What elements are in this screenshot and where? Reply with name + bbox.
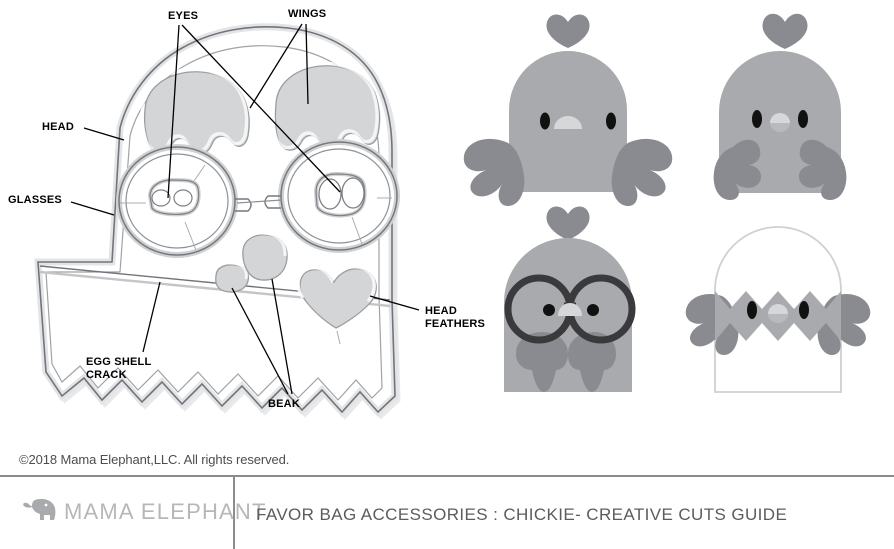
- die-piece-beak-large: [239, 231, 288, 281]
- beak: [558, 303, 582, 316]
- eye-left: [543, 304, 555, 316]
- guide-title: FAVOR BAG ACCESSORIES : CHICKIE- CREATIV…: [256, 505, 788, 524]
- eye-left: [540, 112, 550, 130]
- label-head-feathers: HEAD FEATHERS: [425, 305, 486, 330]
- beak: [554, 116, 582, 129]
- label-head: HEAD: [42, 121, 74, 133]
- leader-wings-right: [305, 23, 309, 105]
- leader-wings-left: [249, 23, 303, 109]
- eye-left: [752, 110, 762, 128]
- leader-eyes-left: [167, 24, 180, 199]
- label-wings: WINGS: [288, 8, 327, 20]
- leader-egg-shell-crack: [142, 281, 161, 353]
- beak-upper: [770, 113, 790, 123]
- die-piece-beak-small: [212, 261, 250, 293]
- illustration-chickie-eggshell: [685, 226, 871, 393]
- leader-head-feathers: [369, 295, 420, 311]
- die-piece-head-feathers: [296, 265, 377, 345]
- illustration-chickie-inner-wings: [713, 13, 847, 200]
- wing-right: [798, 139, 847, 200]
- copyright-text: ©2018 Mama Elephant,LLC. All rights rese…: [19, 452, 290, 467]
- die-piece-eyes-left: [147, 177, 201, 217]
- wing-left: [463, 138, 525, 206]
- elephant-icon: [22, 496, 58, 527]
- brand-name: MAMA ELEPHANT: [64, 498, 267, 524]
- callout-lines: [70, 23, 420, 395]
- footer-divider-vertical: [233, 477, 235, 549]
- feet: [516, 332, 616, 392]
- leader-beak-small: [231, 287, 289, 395]
- head-feather-tuft-icon: [762, 13, 808, 49]
- die-piece-eyes-right: [313, 171, 367, 218]
- illustration-chickie-glasses: [504, 206, 636, 392]
- label-beak: BEAK: [268, 398, 300, 410]
- head-feather-tuft-icon: [546, 14, 590, 48]
- leader-head: [83, 127, 125, 141]
- beak-lower: [770, 123, 790, 132]
- leader-eyes-right: [181, 24, 341, 193]
- label-egg-shell-crack: EGG SHELL CRACK: [86, 356, 152, 381]
- footer-divider-horizontal: [0, 475, 894, 477]
- die-piece-wing-right: [271, 61, 381, 152]
- beak-lower: [768, 314, 788, 323]
- eye-right: [798, 110, 808, 128]
- brand-logo: MAMA ELEPHANT: [22, 496, 267, 527]
- eye-right: [606, 112, 616, 130]
- beak-upper: [768, 304, 788, 314]
- eye-right: [587, 304, 599, 316]
- wing-right: [611, 138, 673, 206]
- eye-right: [799, 301, 809, 319]
- wing-left: [713, 139, 762, 200]
- eye-left: [747, 301, 757, 319]
- leader-beak-large: [271, 278, 293, 395]
- head-feather-tuft-icon: [546, 206, 590, 240]
- label-glasses: GLASSES: [8, 194, 62, 206]
- label-eyes: EYES: [168, 10, 199, 22]
- leader-glasses: [70, 201, 115, 216]
- illustration-chickie-plain: [463, 14, 673, 206]
